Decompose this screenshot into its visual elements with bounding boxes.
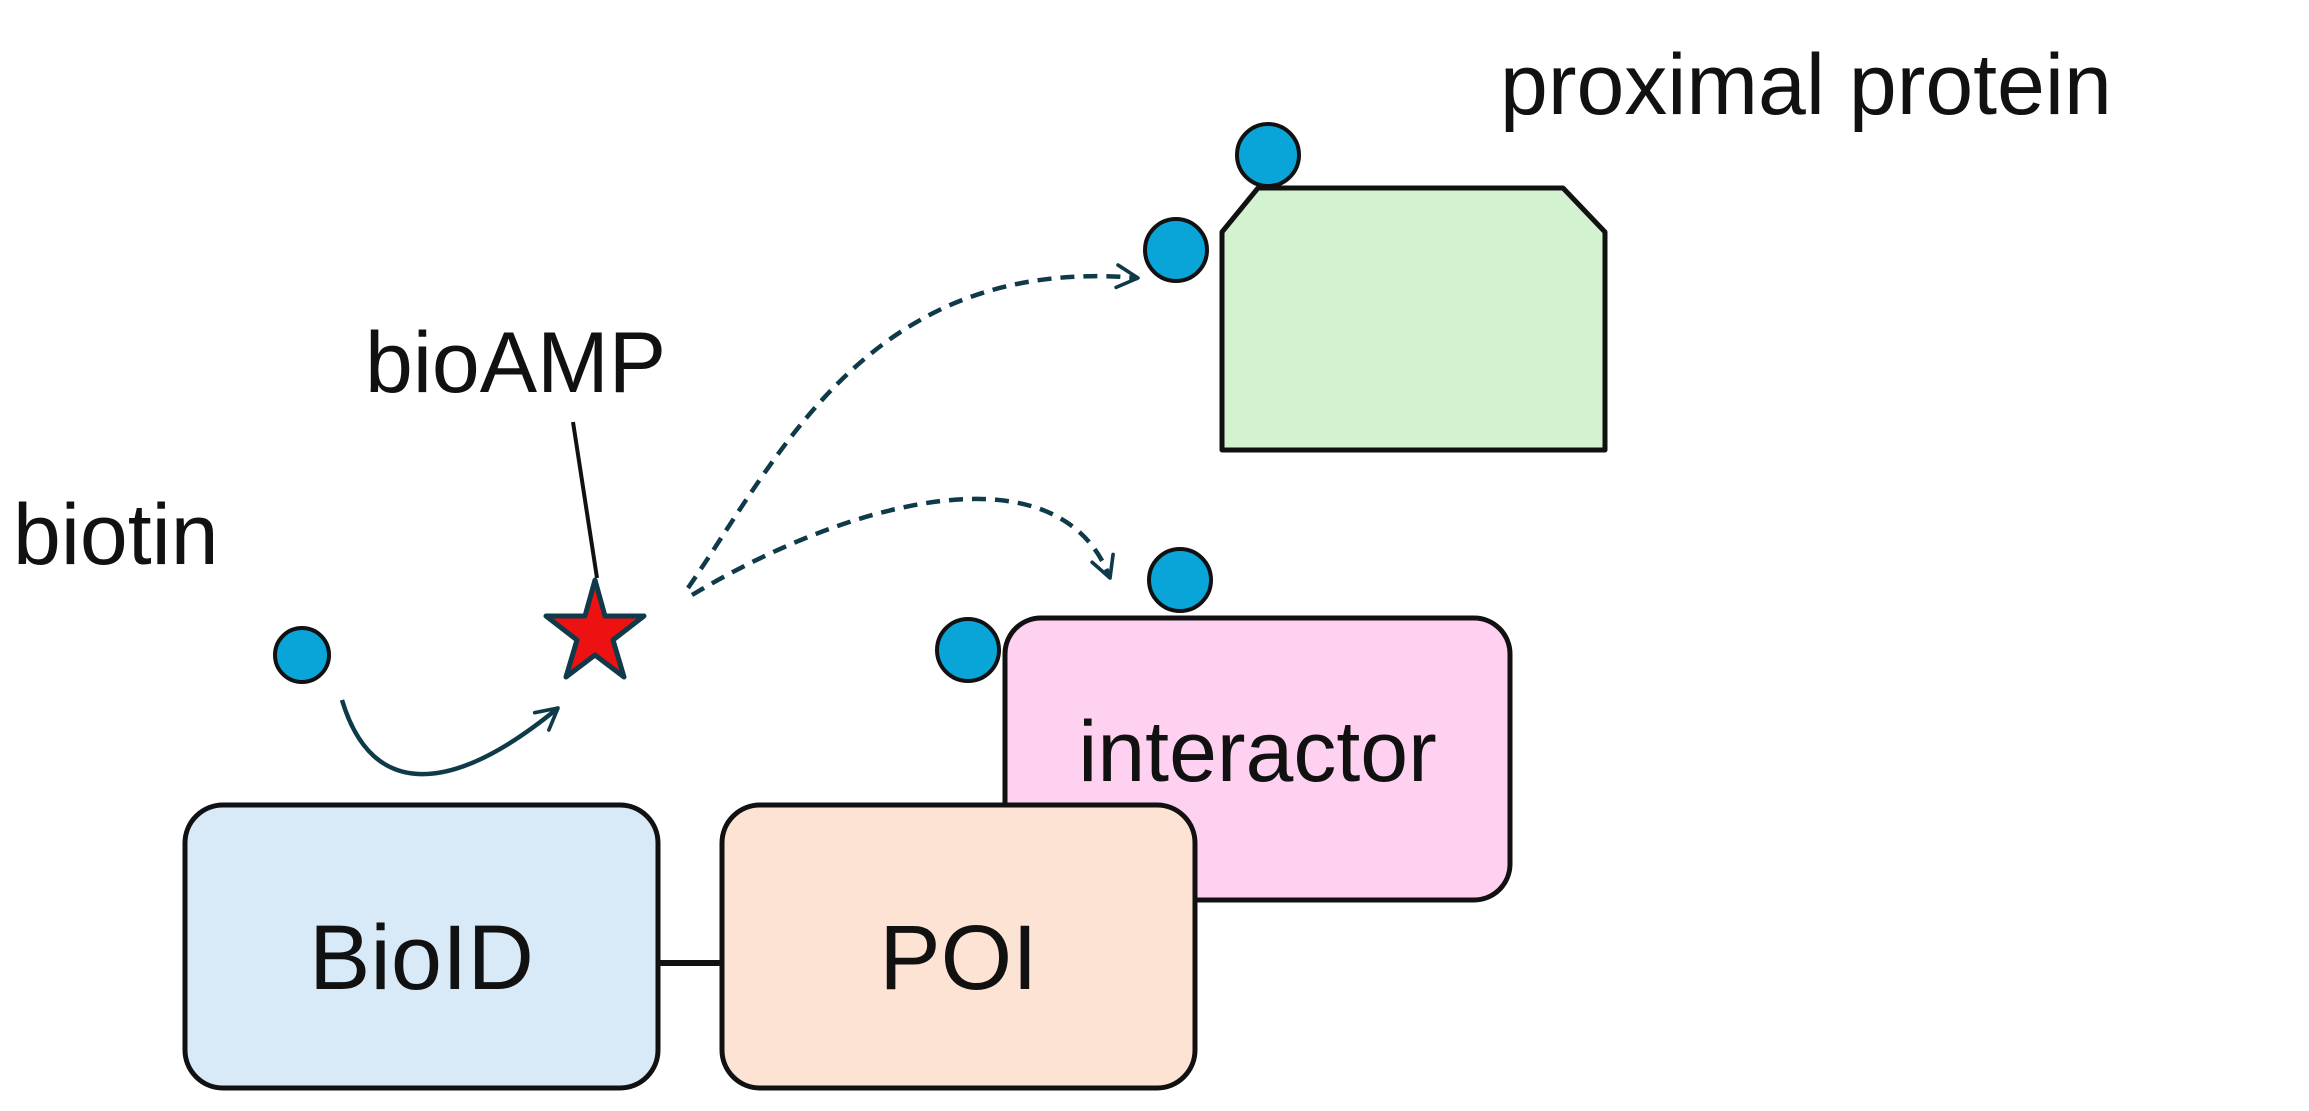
bioamp-star-icon bbox=[543, 577, 647, 680]
biotin-circle-interactor-top bbox=[1147, 547, 1213, 613]
biotin-circle-proximal-top bbox=[1235, 122, 1301, 188]
bioamp-to-proximal-arrow bbox=[686, 263, 1140, 590]
interactor-label: interactor bbox=[1078, 704, 1437, 800]
poi-label: POI bbox=[879, 907, 1038, 1009]
proximal-protein-box bbox=[1219, 185, 1608, 453]
bioid-label: BioID bbox=[309, 907, 534, 1009]
biotin-circle bbox=[273, 626, 331, 684]
bioamp-pointer-line bbox=[571, 421, 599, 579]
poi-box bbox=[719, 802, 1198, 1091]
biotin-circle-proximal-side bbox=[1143, 217, 1209, 283]
biotin-label: biotin bbox=[13, 487, 219, 583]
biotin-to-bioamp-arrow bbox=[339, 699, 560, 777]
biotin-circle-interactor-side bbox=[935, 617, 1001, 683]
bioamp-label: bioAMP bbox=[365, 315, 667, 411]
bioid-box bbox=[182, 802, 661, 1091]
proximal-protein-label: proximal protein bbox=[1500, 37, 2112, 133]
bioamp-to-interactor-arrow bbox=[690, 496, 1115, 597]
